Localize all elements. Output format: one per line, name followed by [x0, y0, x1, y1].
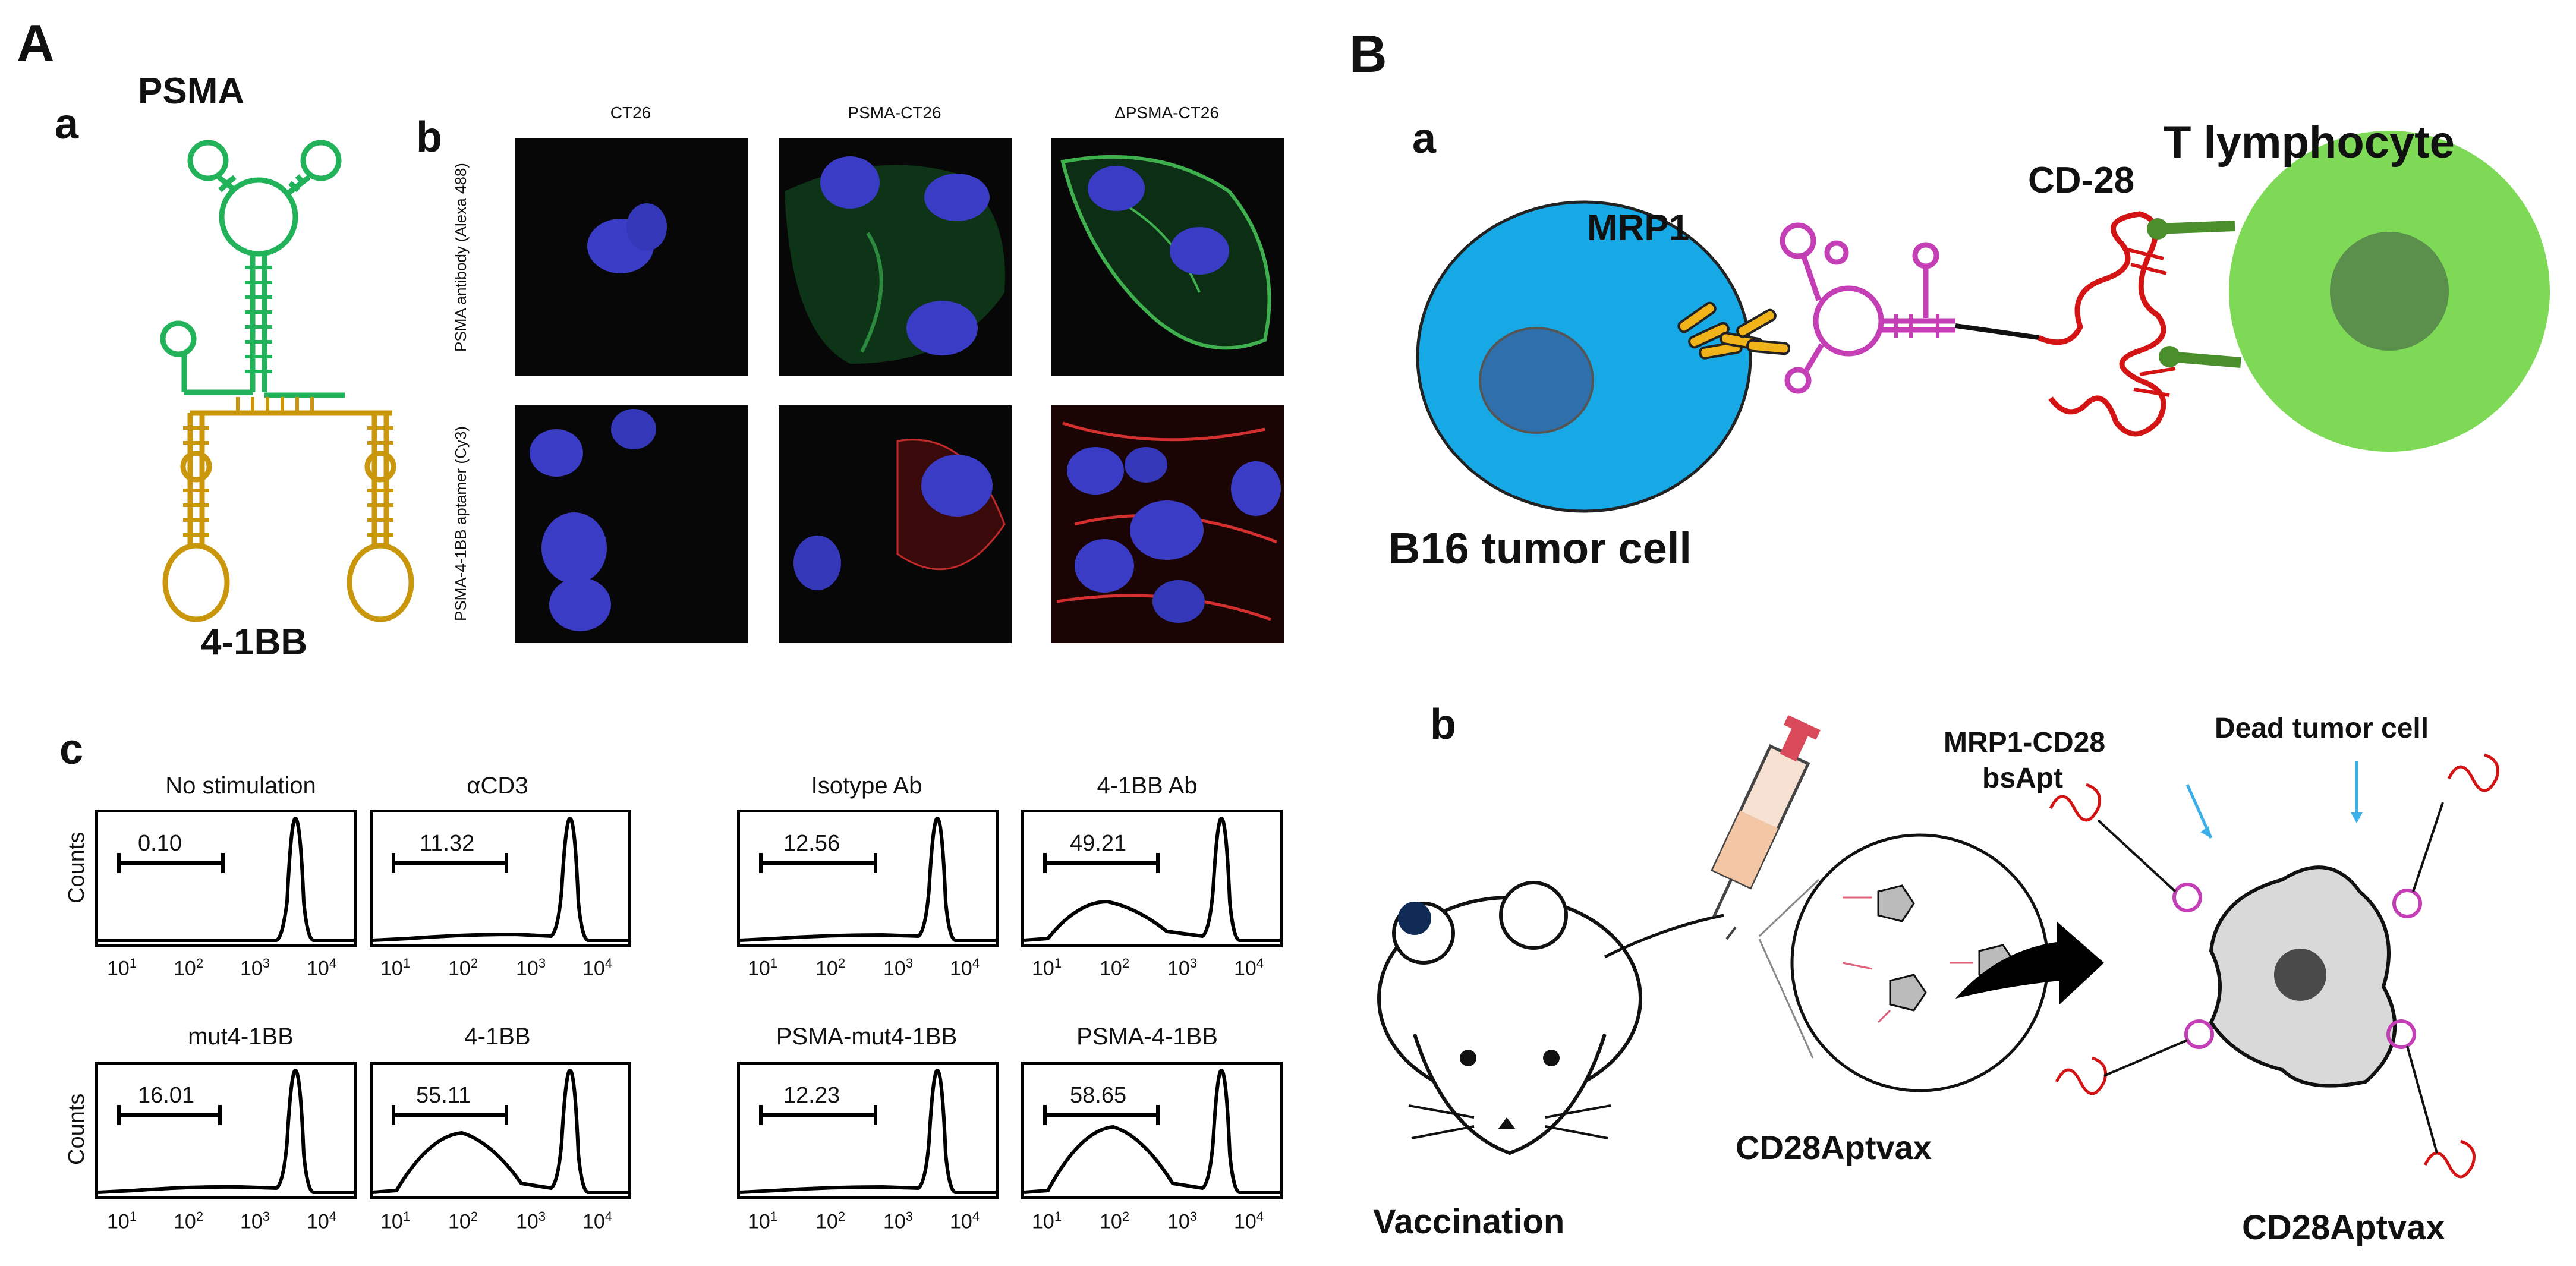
x-tick: 101	[748, 956, 778, 980]
x-tick: 102	[1100, 956, 1130, 980]
hist-title-no-stimulation: No stimulation	[165, 773, 316, 799]
micrograph-dpsma-ct26-aptamer	[1051, 405, 1284, 643]
hist-acd3	[370, 810, 631, 947]
cd28aptvax-vaccine-label: CD28Aptvax	[1736, 1129, 1932, 1166]
gate-value-acd3: 11.32	[420, 831, 475, 856]
hist-no-stimulation	[95, 810, 357, 947]
panel-a-letter: A	[17, 14, 55, 73]
x-tick: 103	[240, 956, 270, 980]
x-tick: 103	[883, 1209, 914, 1233]
t-lymphocyte-label: T lymphocyte	[2164, 117, 2455, 168]
micrograph-dpsma-ct26-antibody	[1051, 138, 1284, 376]
vaccination-diagram	[1377, 715, 2499, 1179]
panel-b-letter: B	[1349, 24, 1387, 83]
gate-value-psma-mut4-1bb: 12.23	[783, 1083, 840, 1108]
vaccination-label: Vaccination	[1373, 1202, 1565, 1241]
bsapt-label-line2: bsApt	[1982, 763, 2063, 794]
hist-title-4-1bb: 4-1BB	[464, 1023, 531, 1050]
panel-bb-letter: b	[1430, 701, 1456, 748]
x-tick: 103	[516, 1209, 546, 1233]
psma-label: PSMA	[138, 71, 245, 112]
cd28-label: CD-28	[2028, 160, 2135, 201]
bsapt-label-line1: MRP1-CD28	[1944, 727, 2106, 758]
x-tick: 101	[107, 956, 137, 980]
hist-4-1bb-ab	[1021, 810, 1283, 947]
x-tick: 103	[1167, 956, 1198, 980]
hist-title-4-1bb-ab: 4-1BB Ab	[1097, 773, 1198, 799]
hist-title-isotype-ab: Isotype Ab	[811, 773, 922, 799]
x-tick: 101	[380, 1209, 411, 1233]
micrograph-ct26-antibody	[515, 138, 748, 376]
hist-title-psma-mut4-1bb: PSMA-mut4-1BB	[776, 1023, 958, 1050]
x-tick: 102	[815, 1209, 846, 1233]
gate-value-4-1bb: 55.11	[416, 1083, 471, 1108]
x-tick: 102	[1100, 1209, 1130, 1233]
hist-4-1bb	[370, 1062, 631, 1199]
panel-ac-letter: c	[59, 726, 84, 773]
hist-psma-mut4-1bb	[737, 1062, 999, 1199]
x-tick: 102	[448, 956, 478, 980]
mrp1-label: MRP1	[1587, 207, 1690, 248]
x-tick: 104	[1234, 956, 1264, 980]
col-label-dpsma-ct26: ΔPSMA-CT26	[1114, 103, 1219, 122]
x-tick: 102	[815, 956, 846, 980]
x-tick: 104	[950, 1209, 980, 1233]
x-tick: 104	[307, 956, 337, 980]
panel-ab-letter: b	[416, 114, 442, 161]
psma-4-1bb-aptamer-diagram	[160, 140, 414, 622]
row-label-aptamer-cy3: PSMA-4-1BB aptamer (Cy3)	[452, 426, 470, 621]
bispecific-aptamer-binding-diagram	[1416, 131, 2550, 513]
gate-value-4-1bb-ab: 49.21	[1070, 831, 1127, 856]
b16-tumor-cell-label: B16 tumor cell	[1388, 524, 1692, 573]
col-label-ct26: CT26	[610, 103, 651, 122]
x-tick: 102	[174, 956, 204, 980]
hist-title-psma-4-1bb: PSMA-4-1BB	[1076, 1023, 1218, 1050]
x-tick: 104	[582, 956, 613, 980]
micrograph-ct26-aptamer	[515, 405, 748, 643]
x-tick: 102	[174, 1209, 204, 1233]
x-tick: 104	[1234, 1209, 1264, 1233]
micrograph-psma-ct26-antibody	[779, 138, 1012, 376]
x-tick: 101	[1032, 956, 1062, 980]
bb-label: 4-1BB	[201, 622, 308, 663]
x-tick: 101	[380, 956, 411, 980]
x-tick: 103	[1167, 1209, 1198, 1233]
gate-value-isotype-ab: 12.56	[783, 831, 840, 856]
hist-title-mut4-1bb: mut4-1BB	[188, 1023, 294, 1050]
x-tick: 101	[748, 1209, 778, 1233]
counts-label-row1: Counts	[64, 832, 89, 903]
x-tick: 104	[950, 956, 980, 980]
dead-tumor-cell-label: Dead tumor cell	[2215, 713, 2429, 744]
col-label-psma-ct26: PSMA-CT26	[848, 103, 941, 122]
x-tick: 103	[516, 956, 546, 980]
counts-label-row2: Counts	[64, 1093, 89, 1165]
row-label-psma-antibody: PSMA antibody (Alexa 488)	[452, 163, 470, 352]
gate-value-no-stimulation: 0.10	[138, 831, 182, 856]
hist-title-acd3: αCD3	[467, 773, 528, 799]
hist-isotype-ab	[737, 810, 999, 947]
panel-aa-letter: a	[55, 100, 79, 148]
x-tick: 104	[582, 1209, 613, 1233]
hist-psma-4-1bb	[1021, 1062, 1283, 1199]
hist-mut4-1bb	[95, 1062, 357, 1199]
x-tick: 104	[307, 1209, 337, 1233]
x-tick: 102	[448, 1209, 478, 1233]
x-tick: 103	[883, 956, 914, 980]
cd28aptvax-result-label: CD28Aptvax	[2242, 1208, 2445, 1247]
micrograph-psma-ct26-aptamer	[779, 405, 1012, 643]
panel-ba-letter: a	[1412, 115, 1437, 162]
x-tick: 101	[107, 1209, 137, 1233]
gate-value-mut4-1bb: 16.01	[138, 1083, 195, 1108]
x-tick: 103	[240, 1209, 270, 1233]
gate-value-psma-4-1bb: 58.65	[1070, 1083, 1127, 1108]
x-tick: 101	[1032, 1209, 1062, 1233]
